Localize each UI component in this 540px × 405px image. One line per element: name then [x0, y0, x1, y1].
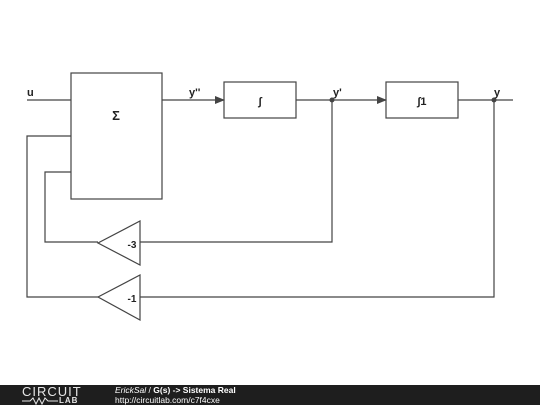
circuitlab-logo[interactable]: CIRCUIT LAB [22, 385, 98, 405]
credit-separator: / [146, 385, 154, 395]
footer-bar: CIRCUIT LAB ErickSal / G(s) -> Sistema R… [0, 385, 540, 405]
signal-label-yp: y' [333, 87, 342, 99]
resistor-icon [22, 397, 58, 405]
feedback-yp-path [140, 100, 333, 243]
gain-label-top: -3 [128, 240, 137, 251]
output-label: y [494, 87, 501, 99]
junction-dot-y [491, 97, 497, 103]
integrator-block-1 [223, 81, 297, 119]
gain-block-bottom [96, 274, 141, 322]
integrator-label-1: ∫ [257, 96, 262, 108]
circuit-title[interactable]: G(s) -> Sistema Real [153, 385, 236, 395]
credit-block: ErickSal / G(s) -> Sistema Real http://c… [115, 385, 236, 405]
feedback-y-path [140, 100, 495, 298]
gain-block-top [96, 220, 141, 266]
signal-label-ypp: y'' [189, 87, 201, 99]
junction-dot-yp [329, 97, 335, 103]
credit-line: ErickSal / G(s) -> Sistema Real [115, 385, 236, 395]
logo-text-lab: LAB [59, 396, 79, 405]
logo-text-circuit: CIRCUIT [22, 384, 82, 399]
input-label: u [27, 87, 34, 99]
summing-block [70, 72, 163, 200]
integrator-block-2 [385, 81, 459, 119]
circuit-url[interactable]: http://circuitlab.com/c7f4cxe [115, 395, 220, 405]
block-diagram: u Σ y'' ∫ y' ∫1 y -3 -1 [26, 72, 513, 322]
summing-label: Σ [112, 108, 120, 123]
gain-label-bottom: -1 [128, 294, 137, 305]
integrator-label-2: ∫1 [416, 96, 426, 108]
author-link[interactable]: ErickSal [115, 385, 147, 395]
feedback-bottom-return [26, 135, 98, 298]
feedback-top-return [44, 171, 98, 243]
